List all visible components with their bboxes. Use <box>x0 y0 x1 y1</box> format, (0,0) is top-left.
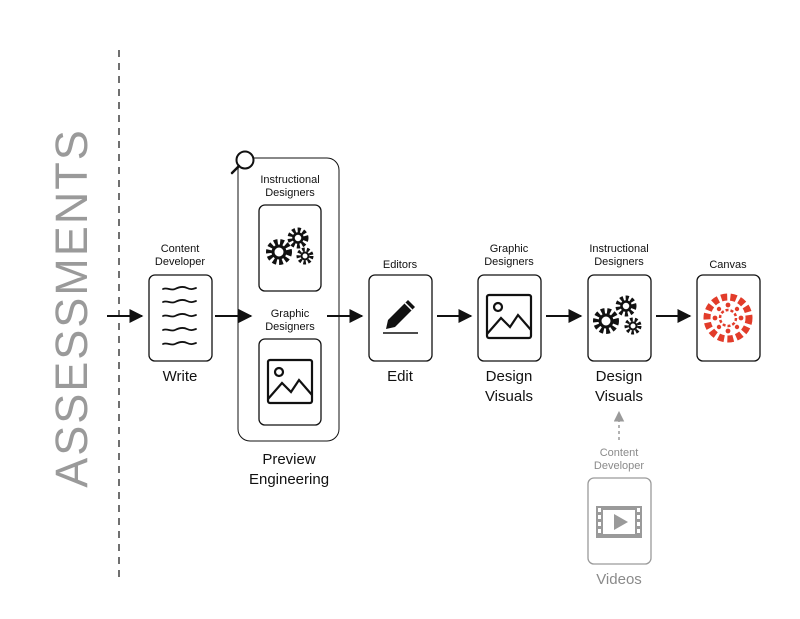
document-icon <box>162 286 197 346</box>
role-label-instructional-designers-2: Instructional Designers <box>589 243 649 268</box>
canvas-box <box>696 274 761 362</box>
design-visuals-instructional-box <box>587 274 652 362</box>
role-label-instructional-designers: Instructional Designers <box>260 174 320 199</box>
video-icon <box>596 506 642 538</box>
gears-icon <box>266 227 314 265</box>
role-label-graphic-designers: Graphic Designers <box>265 308 315 333</box>
instructional-designers-box-1 <box>258 204 322 292</box>
role-label-editors: Editors <box>382 259 418 271</box>
gears-icon <box>593 295 642 335</box>
image-icon <box>266 358 314 405</box>
caption-design-visuals-2: Design Visuals <box>594 368 644 405</box>
canvas-logo-icon <box>703 293 753 343</box>
design-visuals-graphic-box <box>477 274 542 362</box>
caption-preview-engineering: Preview Engineering <box>248 451 330 488</box>
role-label-content-developer-2: Content Developer <box>593 447 645 472</box>
caption-write: Write <box>162 368 198 385</box>
magnifier-icon <box>230 150 255 175</box>
image-icon <box>485 293 533 340</box>
caption-edit: Edit <box>387 368 413 385</box>
role-label-canvas: Canvas <box>709 259 747 271</box>
pencil-icon <box>383 300 418 334</box>
side-title: ASSESSMENTS <box>46 128 97 488</box>
caption-videos: Videos <box>596 571 642 588</box>
write-box <box>148 274 213 362</box>
caption-design-visuals-1: Design Visuals <box>484 368 534 405</box>
preview-engineering-group <box>237 157 340 442</box>
role-label-graphic-designers-2: Graphic Designers <box>484 243 534 268</box>
role-label-content-developer: Content Developer <box>154 243 206 268</box>
